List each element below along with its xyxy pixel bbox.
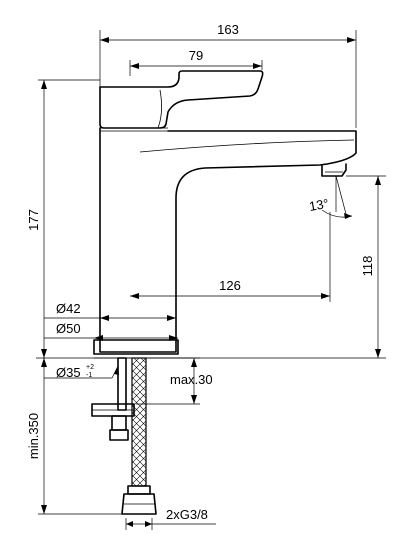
label-connection: 2xG3/8 bbox=[166, 507, 208, 522]
label-handle-width: 79 bbox=[189, 48, 203, 63]
label-max-thickness: max.30 bbox=[170, 372, 213, 387]
label-total-height: 177 bbox=[26, 209, 41, 231]
label-hole-tol-minus: -1 bbox=[86, 372, 92, 379]
braided-hose bbox=[131, 357, 147, 487]
dimension-lines bbox=[36, 30, 386, 530]
label-overall-width: 163 bbox=[217, 22, 239, 37]
label-spout-reach: 126 bbox=[219, 278, 241, 293]
body-shading-line bbox=[139, 139, 355, 153]
mounting-assembly bbox=[91, 339, 192, 515]
label-spout-height: 118 bbox=[360, 256, 375, 277]
handle-inner-edge bbox=[157, 89, 162, 129]
label-spout-angle: 13° bbox=[308, 196, 330, 214]
faucet-body bbox=[99, 70, 357, 353]
hose-fitting-nut bbox=[121, 493, 157, 515]
label-min-hose-length: min.350 bbox=[26, 413, 41, 459]
label-hole-tol-plus: +2 bbox=[86, 364, 94, 371]
hose-fitting-collar bbox=[127, 485, 151, 495]
lower-nut-2 bbox=[109, 429, 129, 441]
mounting-shank bbox=[117, 357, 127, 411]
lower-nut bbox=[111, 415, 127, 431]
aerator bbox=[321, 163, 347, 177]
label-diameter-base: Ø50 bbox=[56, 321, 81, 336]
handle-lever bbox=[99, 70, 264, 129]
body-spout-outline bbox=[99, 127, 357, 353]
label-diameter-top: Ø42 bbox=[56, 301, 81, 316]
dimension-labels: 163 79 177 118 126 13° Ø42 Ø50 Ø35 +2 -1… bbox=[26, 22, 375, 522]
base-flange bbox=[93, 339, 179, 355]
label-hole-diameter: Ø35 bbox=[56, 365, 81, 380]
